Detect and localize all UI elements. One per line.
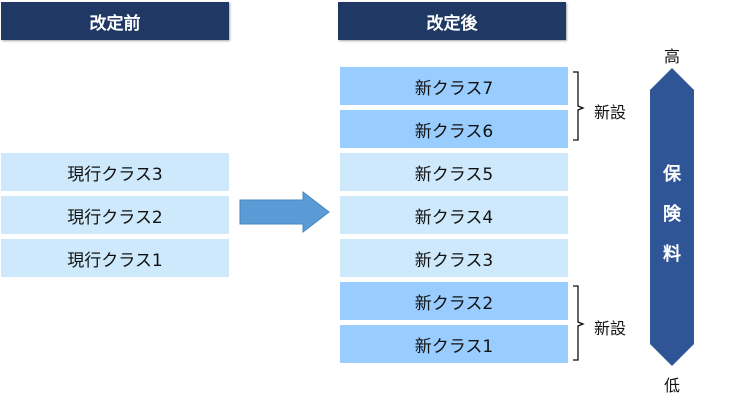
upper-new-label: 新設 [594, 103, 627, 122]
transition-arrow-icon [239, 190, 330, 234]
current-class-1: 現行クラス1 [1, 239, 229, 277]
premium-char-2: 険 [663, 204, 681, 225]
lower-brace-icon [573, 285, 585, 361]
after-header: 改定後 [338, 2, 566, 40]
new-class-1: 新クラス1 [340, 325, 568, 363]
new-class-4: 新クラス4 [340, 196, 568, 234]
upper-brace-icon [573, 71, 585, 141]
new-class-5: 新クラス5 [340, 153, 568, 191]
current-class-3: 現行クラス3 [1, 153, 229, 191]
new-class-7: 新クラス7 [340, 67, 568, 105]
before-header: 改定前 [1, 2, 229, 40]
new-class-2: 新クラス2 [340, 282, 568, 320]
scale-high-label: 高 [664, 47, 681, 66]
lower-new-label: 新設 [594, 319, 627, 338]
premium-char-1: 保 [663, 164, 681, 185]
new-class-6: 新クラス6 [340, 110, 568, 148]
current-class-2: 現行クラス2 [1, 196, 229, 234]
scale-low-label: 低 [664, 376, 681, 395]
new-class-3: 新クラス3 [340, 239, 568, 277]
premium-scale-arrow-icon [650, 68, 694, 366]
premium-char-3: 料 [663, 244, 681, 265]
